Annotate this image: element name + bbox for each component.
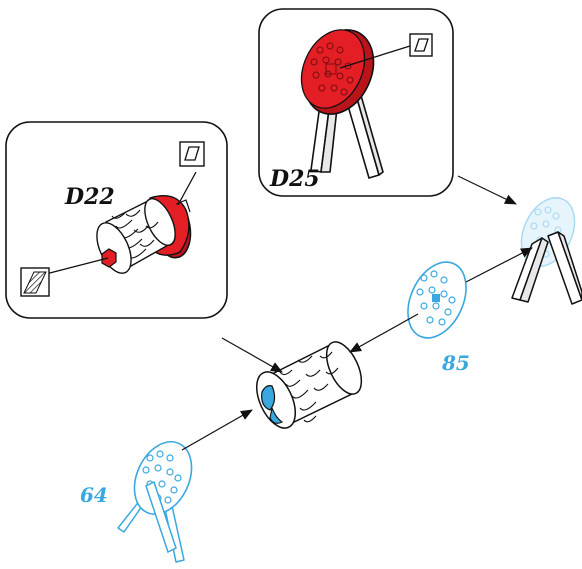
label-part-64: 64 [80,483,108,507]
central-threaded-body [255,341,363,429]
d22-threaded-body [96,198,176,274]
arrow-d22-to-body [221,337,283,373]
d25-red-disc [300,29,375,115]
assembly-arrows [181,175,533,451]
label-d22: D22 [64,184,115,210]
detail-box-d22: D22 [5,121,228,319]
label-part-85: 85 [441,351,470,375]
part-64-disc-stand [117,441,193,563]
surface-finish-icon [409,33,433,57]
d22-red-hex-socket [101,248,117,268]
arrow-64-to-body [181,409,253,451]
arrow-85-to-stand [465,247,533,283]
label-d25: D25 [269,166,320,192]
detail-box-d25: D25 [258,8,454,197]
texture-pattern-icon [20,267,50,297]
arrow-d25-to-stand [457,175,517,205]
part-85-disc [407,261,467,339]
arrow-85-to-body [349,313,419,353]
light-blue-disc-stand [511,197,582,305]
surface-finish-icon [179,141,205,167]
